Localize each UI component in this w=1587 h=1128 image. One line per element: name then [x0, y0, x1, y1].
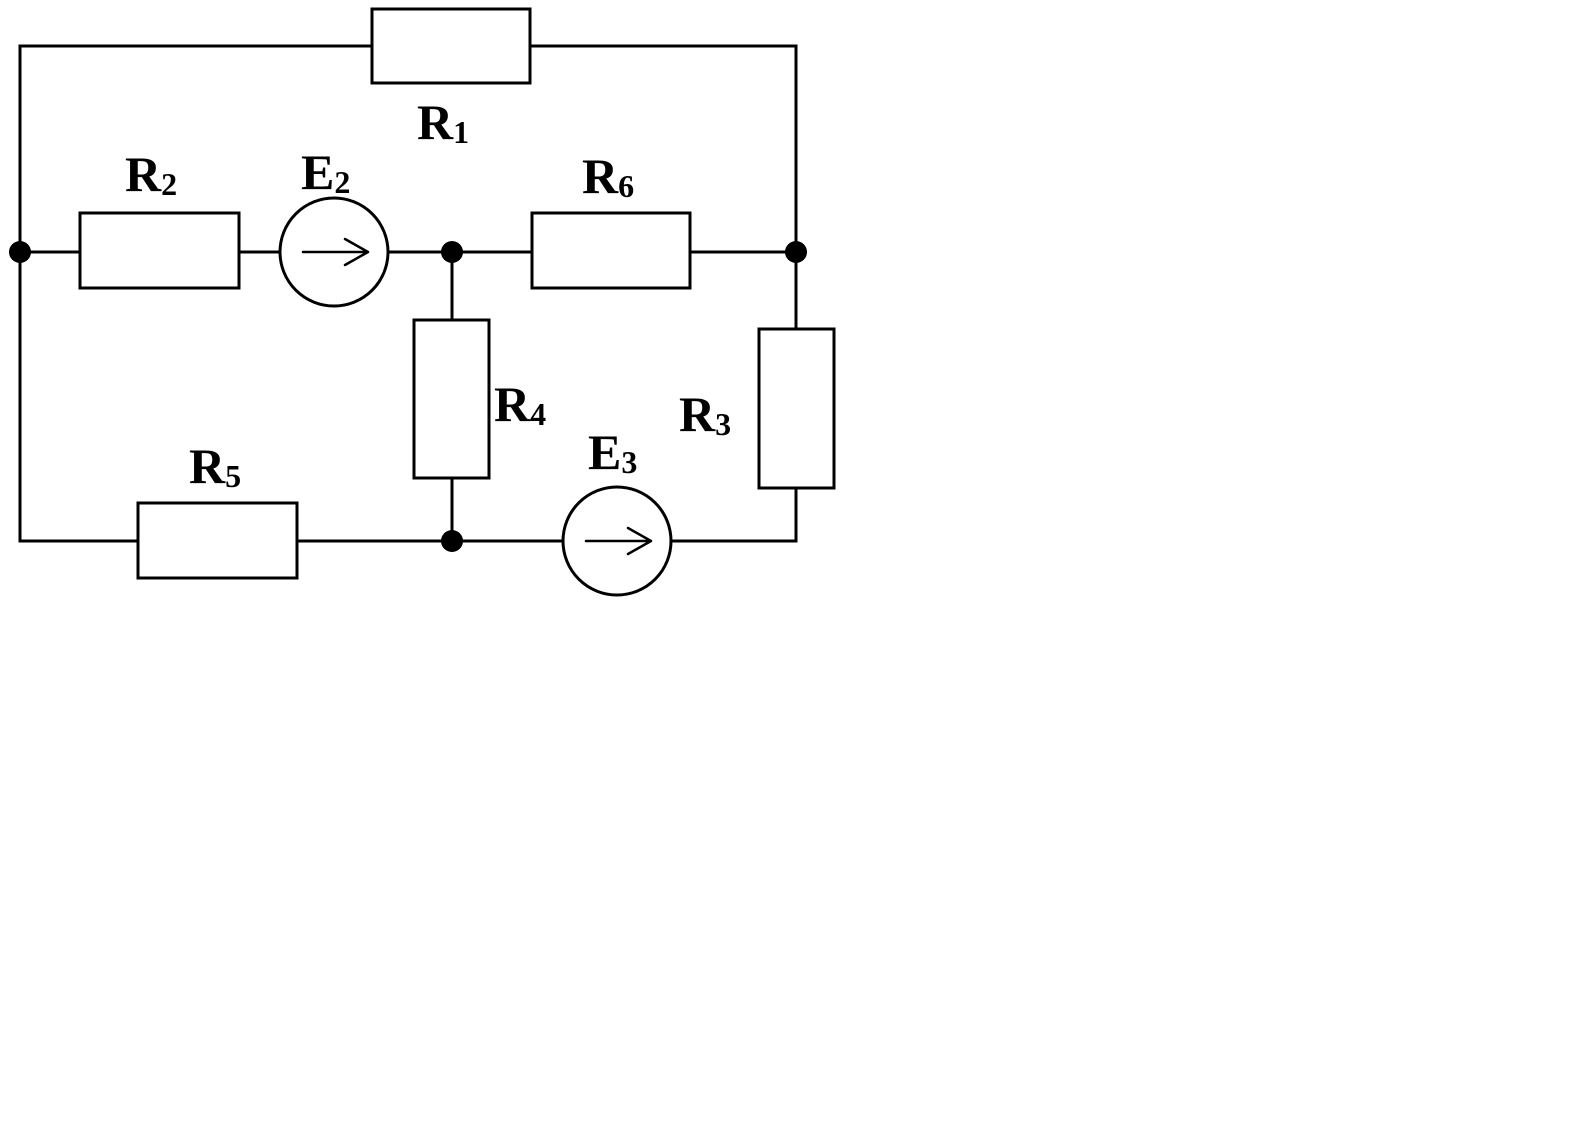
resistor-r5 [136, 501, 299, 580]
resistor-r2 [78, 211, 241, 290]
wires [18, 44, 798, 543]
label-e2: E2 [301, 144, 350, 200]
label-r4: R4 [494, 376, 546, 432]
label-r2: R2 [125, 146, 177, 202]
bottom-wire [295, 486, 798, 543]
source-e3 [561, 485, 673, 597]
resistor-r4 [412, 318, 491, 480]
source-e2 [278, 196, 390, 308]
label-r1: R1 [417, 94, 469, 150]
arrow-right-icon [301, 237, 370, 267]
node-middle-top [441, 241, 463, 263]
label-r5: R5 [189, 438, 241, 494]
label-r3: R3 [679, 386, 731, 442]
resistor-r3 [757, 327, 836, 490]
label-r6: R6 [582, 148, 634, 204]
left-wire [18, 44, 140, 543]
label-e3: E3 [588, 424, 637, 480]
resistor-r1 [370, 7, 532, 85]
node-right [785, 241, 807, 263]
top-wire [18, 44, 798, 331]
resistor-r6 [530, 211, 692, 290]
node-left [9, 241, 31, 263]
node-middle-bottom [441, 530, 463, 552]
arrow-right-icon [584, 526, 653, 556]
